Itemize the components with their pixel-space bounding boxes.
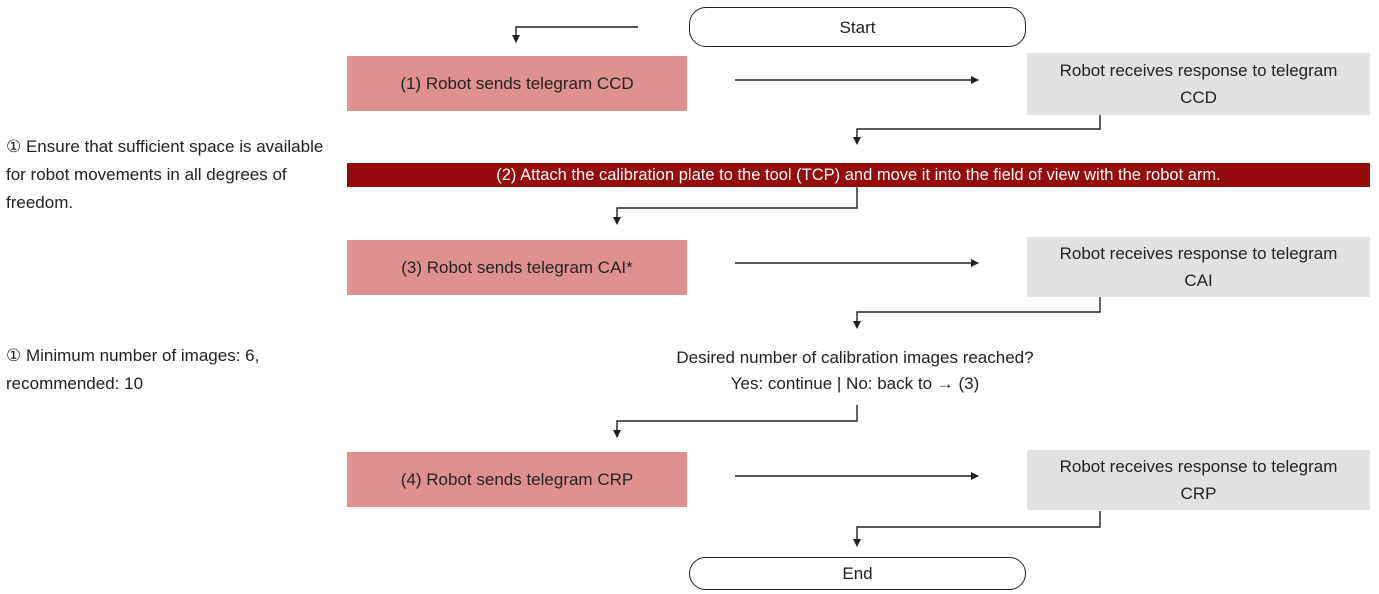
- connector-resp3-decision: [853, 297, 1101, 329]
- start-terminator: Start: [689, 7, 1026, 47]
- connector-resp4-end: [853, 511, 1101, 547]
- step3-label: (3) Robot sends telegram CAI*: [401, 258, 633, 277]
- images-note-text: ① Minimum number of images: 6, recommend…: [6, 346, 260, 393]
- images-note: ① Minimum number of images: 6, recommend…: [6, 342, 341, 398]
- step1-box: (1) Robot sends telegram CCD: [347, 56, 687, 111]
- step4-box: (4) Robot sends telegram CRP: [347, 452, 687, 507]
- decision-branches: Yes: continue | No: back to → (3): [730, 374, 980, 393]
- response3-box: Robot receives response to telegram CAI: [1027, 237, 1370, 297]
- decision-text: Desired number of calibration images rea…: [600, 345, 1110, 397]
- response4-box: Robot receives response to telegram CRP: [1027, 450, 1370, 510]
- start-label: Start: [839, 17, 876, 37]
- step1-label: (1) Robot sends telegram CCD: [400, 74, 634, 93]
- space-note-text: ① Ensure that sufficient space is availa…: [6, 137, 324, 212]
- response3-label: Robot receives response to telegram CAI: [1059, 244, 1338, 290]
- step3-box: (3) Robot sends telegram CAI*: [347, 240, 687, 295]
- step2-box: (2) Attach the calibration plate to the …: [347, 163, 1370, 187]
- end-label: End: [842, 564, 873, 583]
- end-terminator: End: [689, 557, 1026, 590]
- connector-decision-step4: [613, 405, 858, 438]
- decision-question: Desired number of calibration images rea…: [676, 348, 1034, 367]
- response1-label: Robot receives response to telegram CCD: [1059, 61, 1338, 107]
- step4-label: (4) Robot sends telegram CRP: [400, 470, 634, 489]
- connector-start-step1: [512, 26, 638, 43]
- step2-label: (2) Attach the calibration plate to the …: [496, 166, 1221, 184]
- space-note: ① Ensure that sufficient space is availa…: [6, 133, 341, 217]
- connector-step2-step3: [613, 187, 858, 225]
- connector-resp1-step2: [853, 115, 1101, 145]
- response1-box: Robot receives response to telegram CCD: [1027, 53, 1370, 115]
- response4-label: Robot receives response to telegram CRP: [1059, 457, 1338, 503]
